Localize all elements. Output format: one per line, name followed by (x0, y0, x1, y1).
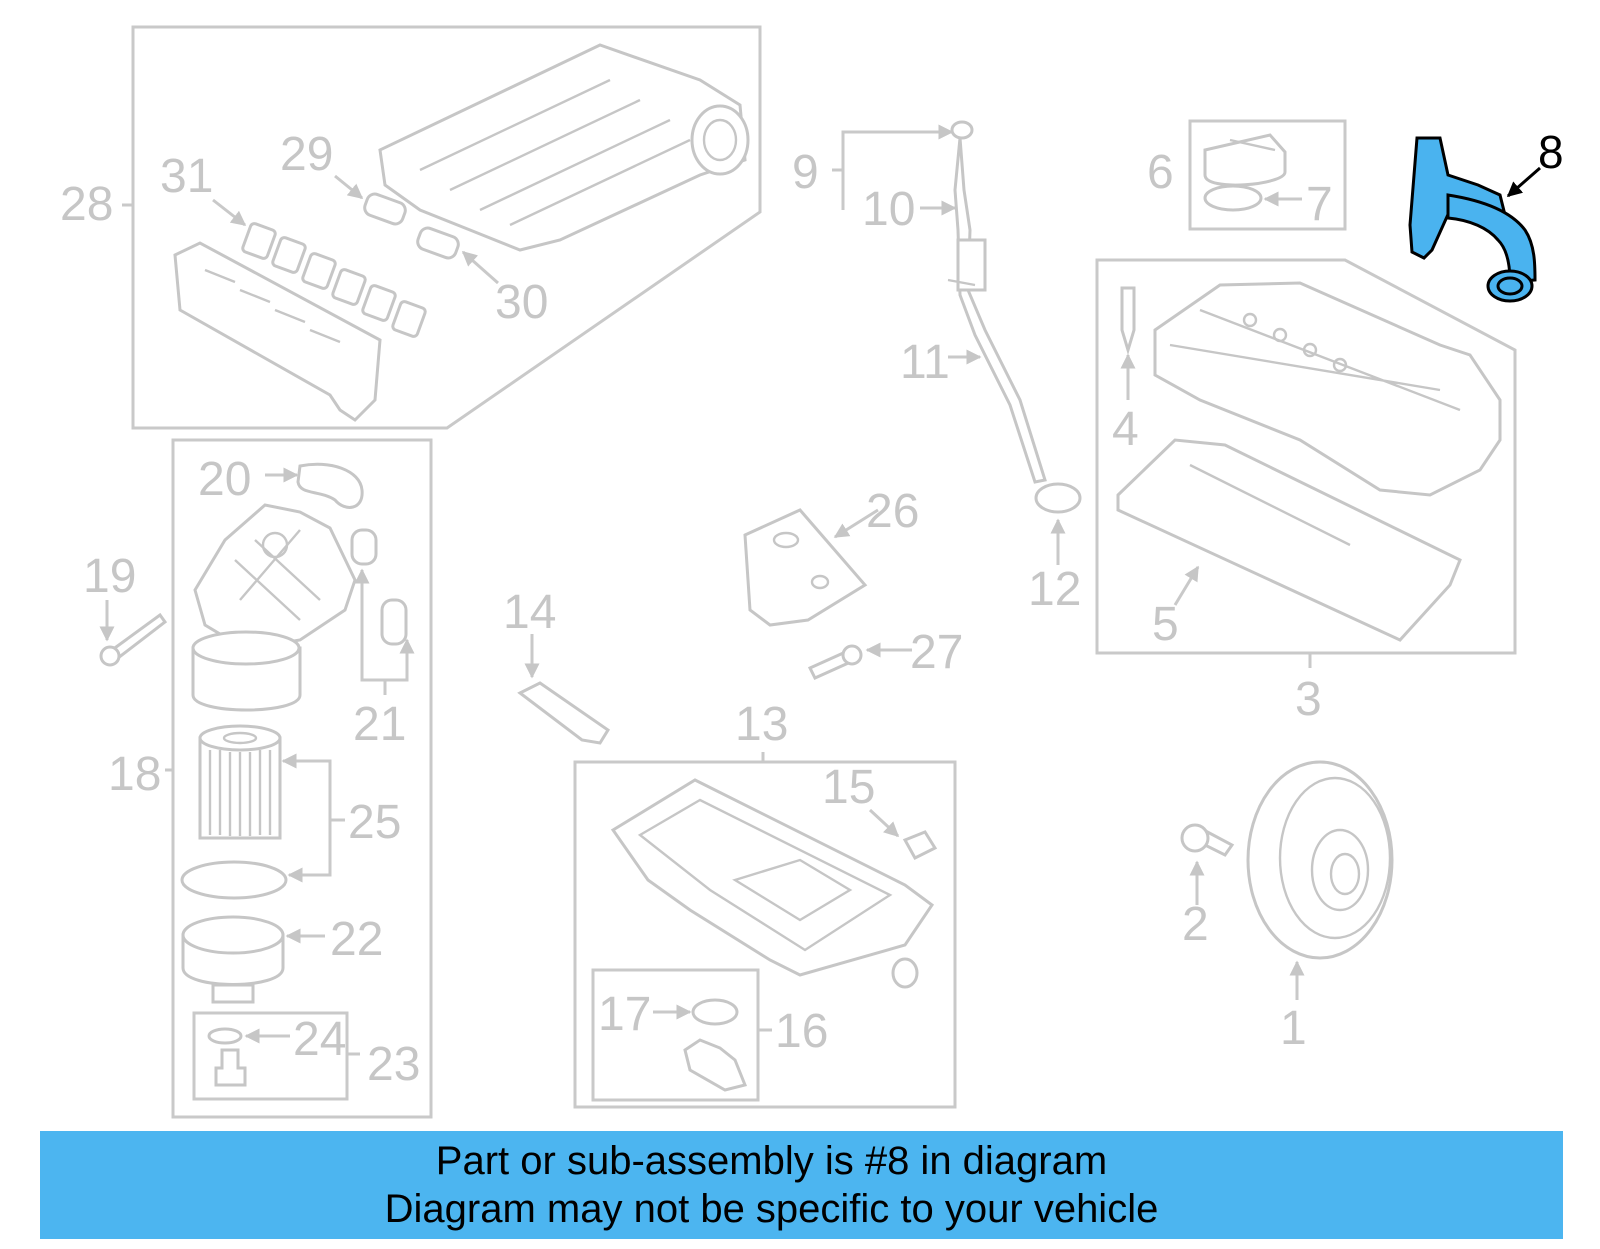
baffle-14 (517, 634, 611, 745)
lower-intake-runner (173, 241, 382, 422)
callout-25: 25 (348, 796, 401, 849)
drain-plug-box (192, 1011, 349, 1101)
callout-29: 29 (280, 128, 333, 181)
callout-30: 30 (495, 276, 548, 329)
banner-disclaimer: Diagram may not be specific to your vehi… (384, 1187, 1159, 1231)
drain-plug (214, 1048, 247, 1087)
callout-7: 7 (1306, 178, 1333, 231)
callout-27: 27 (910, 626, 963, 679)
bolt-19 (99, 600, 168, 667)
oil-cooler (743, 508, 879, 627)
gasket-30 (416, 226, 460, 260)
oil-filter-housing (191, 503, 357, 712)
callout-15: 15 (822, 761, 875, 814)
callout-18: 18 (108, 748, 161, 801)
callout-22: 22 (330, 913, 383, 966)
callout-4: 4 (1112, 403, 1139, 456)
callout-24: 24 (293, 1013, 346, 1066)
bolt-27 (807, 642, 912, 680)
callout-21: 21 (353, 698, 406, 751)
crankshaft-pulley (1246, 760, 1394, 1000)
callout-26: 26 (866, 485, 919, 538)
gasket-20 (296, 462, 364, 509)
callout-1: 1 (1280, 1002, 1307, 1055)
callout-16: 16 (775, 1005, 828, 1058)
callout-3: 3 (1295, 673, 1322, 726)
seal-12 (1034, 482, 1082, 514)
oil-filter-cap (181, 915, 285, 1004)
intake-manifold-group (122, 25, 762, 430)
callout-14: 14 (503, 586, 556, 639)
callout-12: 12 (1028, 563, 1081, 616)
bolt-2 (1180, 823, 1235, 905)
o-ring-21a (350, 528, 378, 566)
callout-20: 20 (198, 453, 251, 506)
banner-part-note: Part or sub-assembly is #8 in diagram (435, 1139, 1108, 1183)
callout-31: 31 (160, 150, 213, 203)
callout-23: 23 (367, 1038, 420, 1091)
washer-24 (207, 1027, 243, 1045)
oil-filler-cap-group (1188, 119, 1347, 231)
callout-2: 2 (1182, 898, 1209, 951)
oil-pan-group (573, 752, 957, 1109)
callout-9: 9 (792, 146, 819, 199)
oil-filter-housing-group (165, 438, 433, 1119)
callout-5: 5 (1152, 598, 1179, 651)
o-ring-25 (180, 860, 288, 900)
oil-filter-element (198, 724, 282, 840)
o-ring-21b (380, 598, 408, 646)
dipstick-assembly (832, 120, 1047, 484)
info-banner: Part or sub-assembly is #8 in diagram Di… (40, 1131, 1563, 1239)
callout-10: 10 (862, 183, 915, 236)
crankcase-breather-hose (1408, 136, 1541, 303)
callout-11: 11 (900, 336, 950, 389)
callout-13: 13 (735, 698, 788, 751)
gasket-29 (363, 192, 407, 226)
callout-8-highlighted: 8 (1538, 126, 1564, 178)
callout-6: 6 (1147, 146, 1174, 199)
manifold-gaskets-31 (241, 222, 427, 338)
callout-17: 17 (598, 988, 651, 1041)
callout-19: 19 (83, 550, 136, 603)
intake-manifold (378, 43, 750, 252)
valve-cover-group (1095, 258, 1517, 668)
callout-28: 28 (60, 178, 113, 231)
